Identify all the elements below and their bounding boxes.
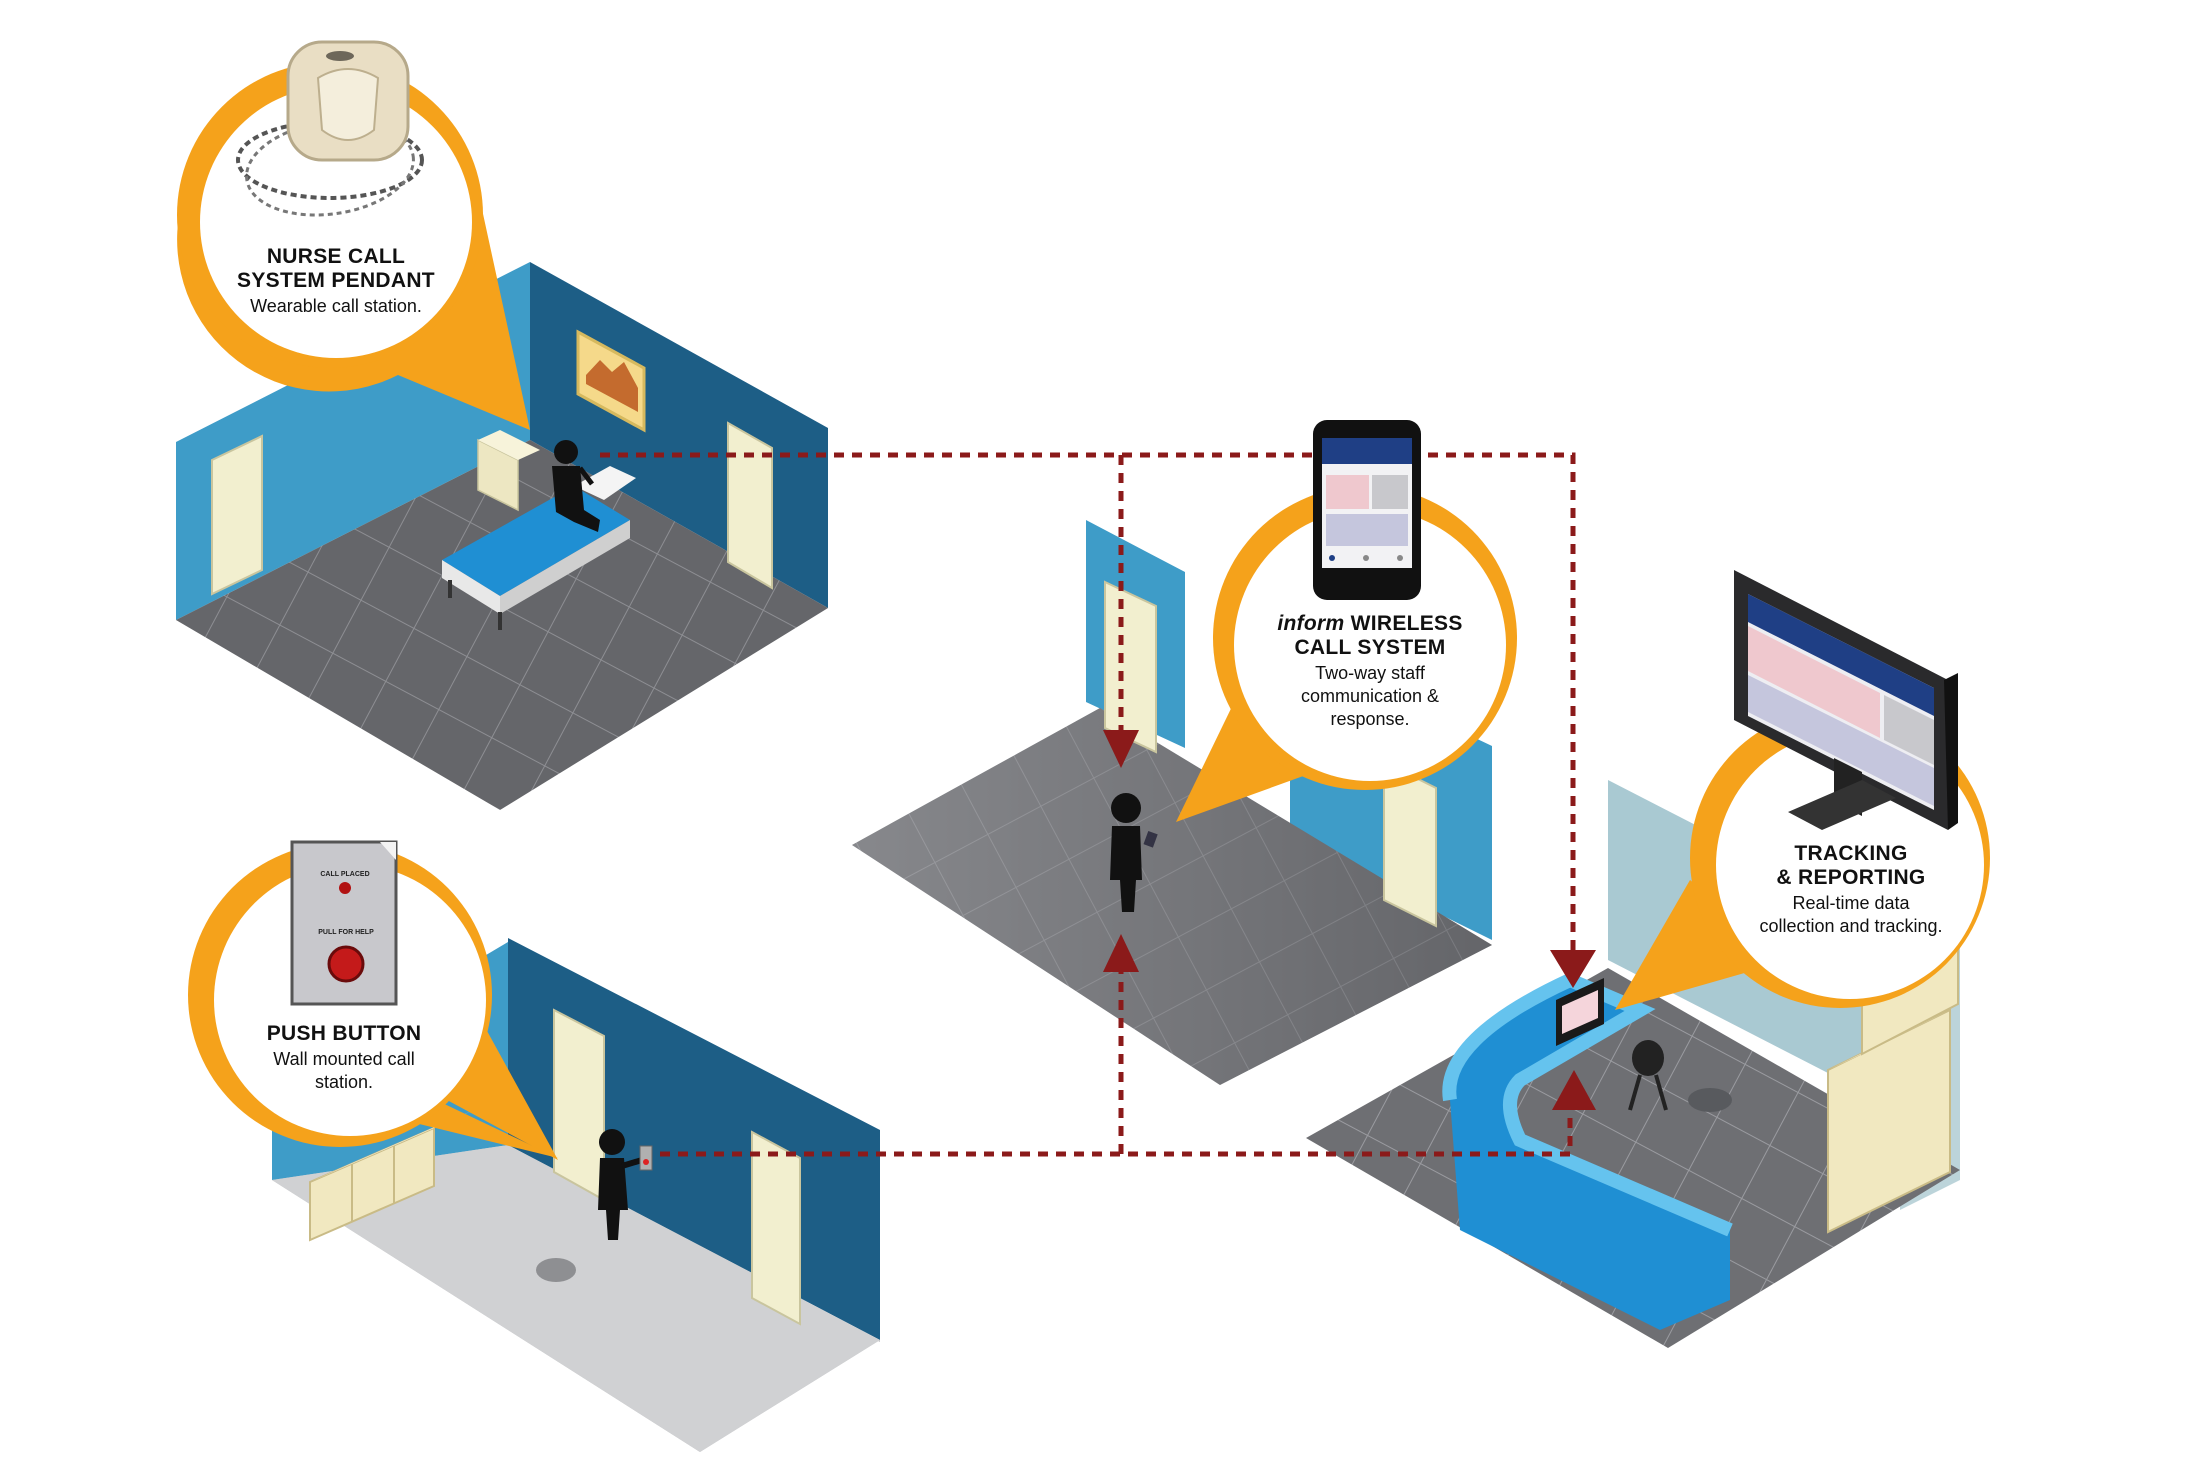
pendant-desc: Wearable call station. xyxy=(250,296,422,316)
person-icon xyxy=(552,440,600,532)
pendant-text: NURSE CALL SYSTEM PENDANT Wearable call … xyxy=(216,245,456,318)
push-button-icon: CALL PLACED PULL FOR HELP xyxy=(290,840,398,1006)
tracking-title-2: & REPORTING xyxy=(1776,866,1926,889)
network-arrows xyxy=(1103,730,1596,1110)
push-desc-2: station. xyxy=(314,1072,374,1092)
push-button-callout xyxy=(188,843,558,1160)
push-title: PUSH BUTTON xyxy=(266,1022,422,1045)
tracking-title-1: TRACKING xyxy=(1794,842,1908,865)
wireless-brand: inform xyxy=(1277,612,1345,635)
wireless-desc-3: response. xyxy=(1330,709,1410,729)
pendant-icon xyxy=(236,40,424,217)
wireless-title-1: inform WIRELESS xyxy=(1250,612,1490,636)
call-placed-label: CALL PLACED xyxy=(320,871,369,878)
tracking-text: TRACKING & REPORTING Real-time data coll… xyxy=(1726,842,1976,938)
wireless-title-2: CALL SYSTEM xyxy=(1294,636,1446,659)
person-icon xyxy=(598,1129,643,1240)
monitor-icon xyxy=(1734,570,1958,830)
wireless-desc-1: Two-way staff xyxy=(1315,663,1425,683)
pull-for-help-label: PULL FOR HELP xyxy=(318,929,374,936)
pendant-title-2: SYSTEM PENDANT xyxy=(237,269,435,292)
tracking-desc-1: Real-time data xyxy=(1792,893,1910,913)
push-desc-1: Wall mounted call xyxy=(273,1049,415,1069)
wireless-text: inform WIRELESS CALL SYSTEM Two-way staf… xyxy=(1250,612,1490,731)
push-text: PUSH BUTTON Wall mounted call station. xyxy=(234,1022,454,1094)
network-lines xyxy=(600,452,1576,1157)
wireless-title-rest: WIRELESS xyxy=(1350,612,1463,635)
person-icon xyxy=(1110,793,1158,912)
tracking-desc-2: collection and tracking. xyxy=(1759,916,1943,936)
pendant-title-1: NURSE CALL xyxy=(266,245,406,268)
wireless-callout xyxy=(1176,486,1517,822)
smartphone-icon xyxy=(1313,420,1421,600)
wireless-desc-2: communication & xyxy=(1300,686,1440,706)
patient-room xyxy=(176,262,828,810)
